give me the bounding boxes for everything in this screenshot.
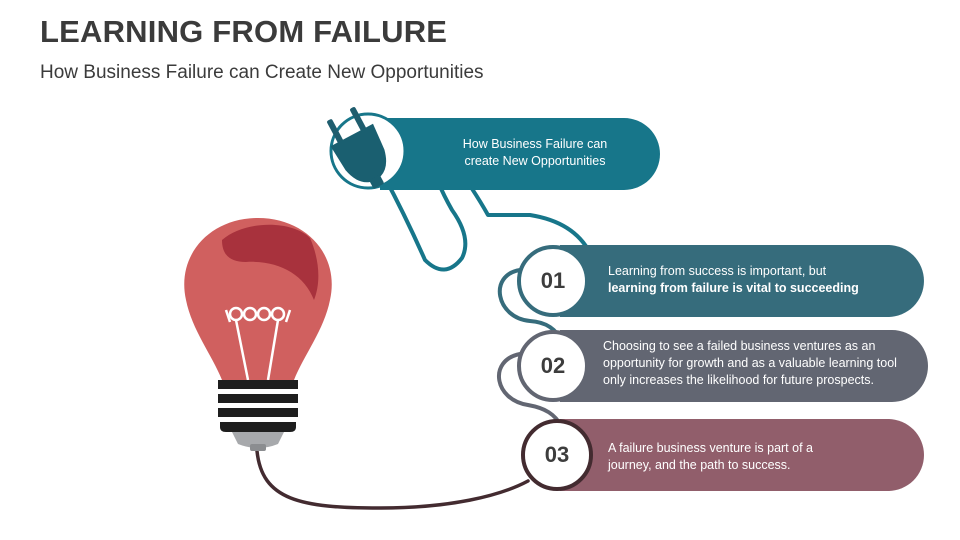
step-number-01: 01 [540,268,566,293]
step-circle-02 [517,330,589,402]
step-circle-01 [517,245,589,317]
plug-banner-text: How Business Failure can create New Oppo… [440,136,630,170]
step-number-03: 03 [544,442,570,467]
light-bulb-icon [184,218,332,451]
step-number-02: 02 [540,353,566,378]
step-banner-03 [560,419,924,491]
step-02-line-1: Choosing to see a failed business ventur… [603,339,876,353]
step-text-01: Learning from success is important, but … [608,263,908,297]
plug-banner-line-1: How Business Failure can [462,137,608,151]
page-subtitle: How Business Failure can Create New Oppo… [40,62,484,83]
step-03-line-2: journey, and the path to success. [608,458,791,472]
step-banner-02 [560,330,928,402]
step-02-line-3: only increases the likelihood for future… [603,373,874,387]
plug-icon [327,107,387,189]
step-circle-03 [521,419,593,491]
bulb-cord [255,449,530,510]
cord-02-03 [496,352,564,429]
step-text-02: Choosing to see a failed business ventur… [603,338,923,389]
step-text-03: A failure business venture is part of a … [608,440,908,474]
page-title: LEARNING FROM FAILURE [40,14,448,49]
step-01-line-1: Learning from success is important, but [608,264,827,278]
step-03-line-1: A failure business venture is part of a [608,441,813,455]
plug-banner-line-2: create New Opportunities [464,154,606,168]
step-banner-01 [560,245,924,317]
plug-banner-shape [380,118,660,190]
step-01-line-2: learning from failure is vital to succee… [608,281,859,295]
step-02-line-2: opportunity for growth and as a valuable… [603,356,897,370]
